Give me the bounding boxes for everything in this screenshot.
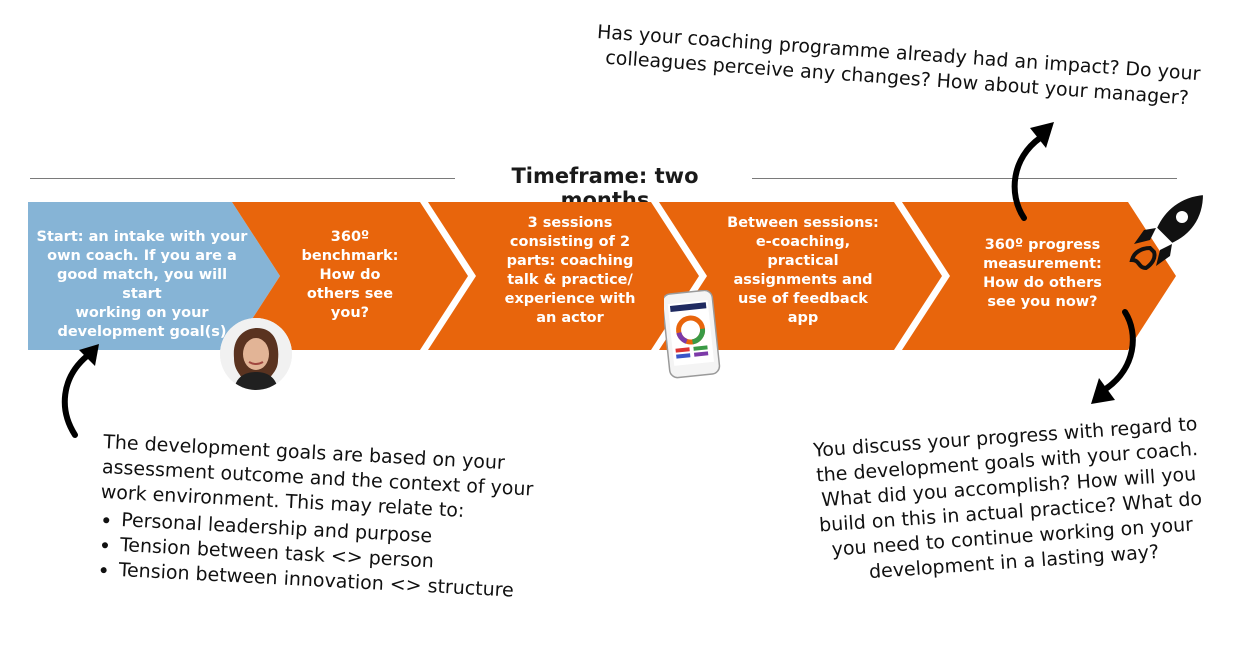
rocket-icon — [1120, 190, 1210, 280]
coach-avatar — [220, 318, 292, 390]
timeline-line-right — [752, 178, 1177, 179]
phone-app-icon — [661, 289, 722, 380]
step-benchmark — [232, 202, 468, 350]
step-intake — [28, 202, 280, 350]
timeline-line-left — [30, 178, 455, 179]
curved-arrow-icon — [61, 344, 99, 438]
note-bottom-right: You discuss your progress with regard to… — [812, 412, 1203, 584]
curved-arrow-down-icon — [1091, 309, 1136, 404]
step-sessions — [428, 202, 699, 350]
curved-arrow-up-icon — [1011, 122, 1054, 221]
note-bottom-left: The development goals are based on your … — [96, 430, 563, 606]
step-progress — [902, 202, 1176, 350]
step-between — [659, 202, 942, 350]
